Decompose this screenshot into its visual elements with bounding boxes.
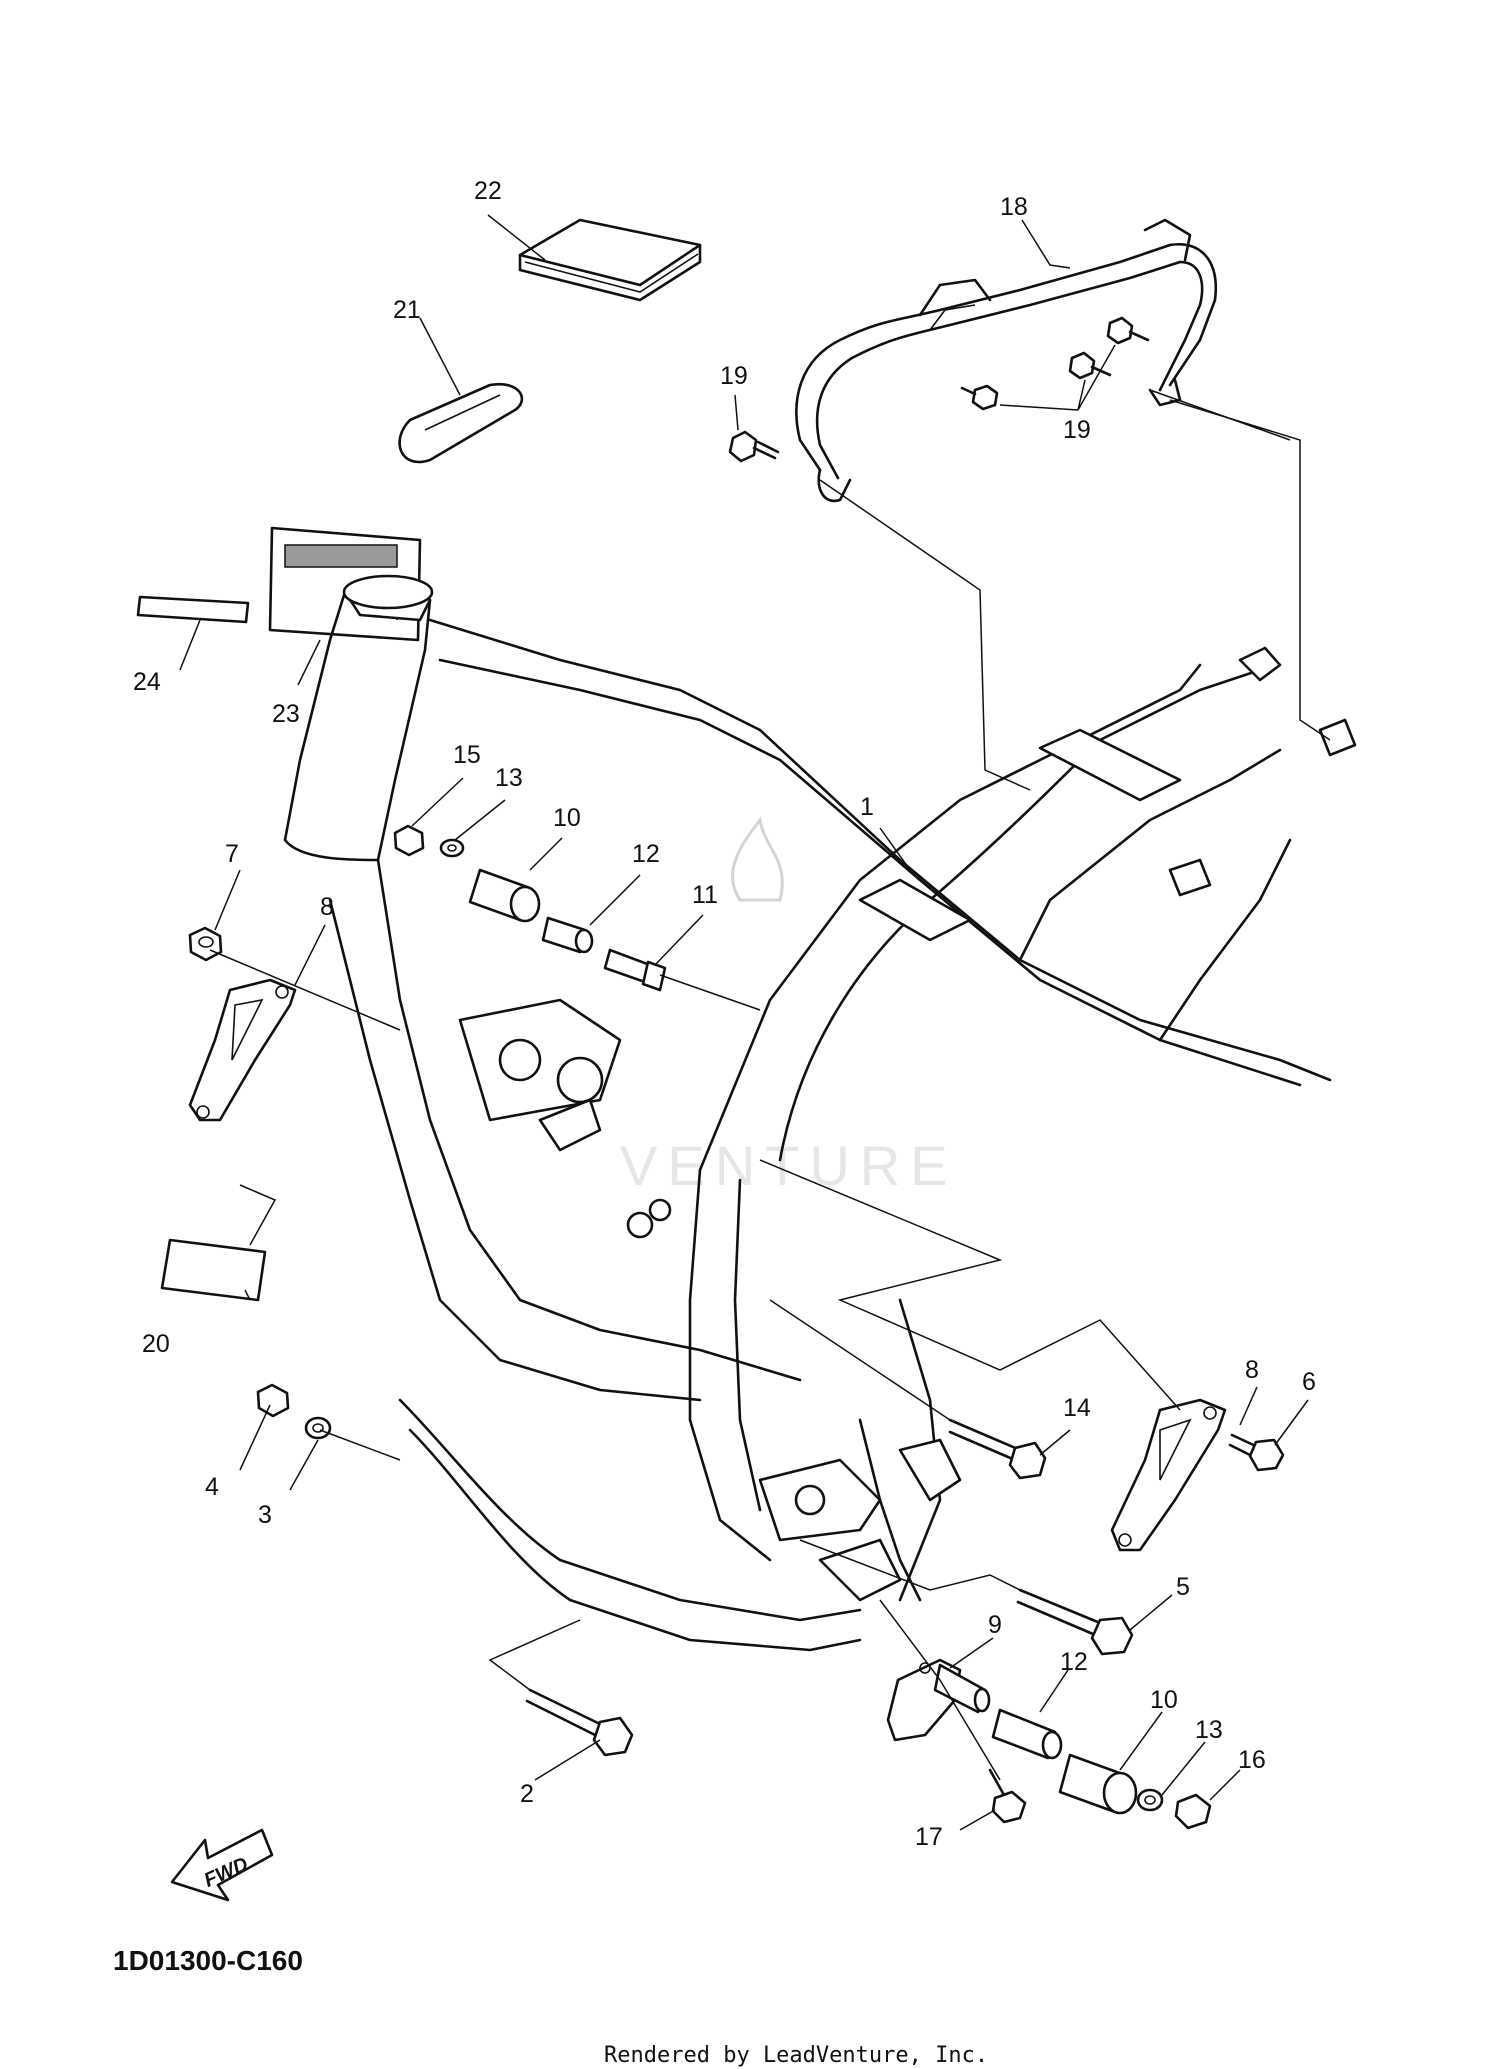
callout-14: 14 <box>1063 1394 1091 1422</box>
callout-2: 2 <box>520 1780 534 1808</box>
part-7-nut[interactable] <box>188 926 223 962</box>
callout-5: 5 <box>1176 1573 1190 1601</box>
part-13-washer-lower[interactable] <box>1136 1788 1164 1812</box>
callout-8-upper: 8 <box>320 893 334 921</box>
callout-12-lower: 12 <box>1060 1648 1088 1676</box>
part-10-collar-lower[interactable] <box>1058 1753 1138 1815</box>
part-14-bolt[interactable] <box>948 1418 1047 1480</box>
callout-4: 4 <box>205 1473 219 1501</box>
part-3-washer[interactable] <box>304 1416 332 1440</box>
callout-labels: 22 21 23 24 18 19 19 15 13 10 12 11 1 7 … <box>133 177 1316 1851</box>
part-6-bolt[interactable] <box>1228 1433 1285 1472</box>
watermark-logo: VENTURE <box>620 816 958 1197</box>
callout-1: 1 <box>860 793 874 821</box>
part-11-bolt[interactable] <box>603 948 667 992</box>
part-19-bolt-d[interactable] <box>960 384 999 411</box>
forward-direction-arrow: FWD <box>170 1828 274 1902</box>
callout-24: 24 <box>133 668 161 696</box>
part-19-bolt-b[interactable] <box>1106 316 1150 345</box>
callout-18: 18 <box>1000 193 1028 221</box>
part-2-bolt[interactable] <box>525 1688 634 1757</box>
callout-3: 3 <box>258 1501 272 1529</box>
part-8-engine-bracket-upper[interactable] <box>188 978 297 1122</box>
part-12-spacer-lower[interactable] <box>991 1708 1063 1760</box>
assembly-guide-lines <box>209 389 1331 1781</box>
callout-10-upper: 10 <box>553 804 581 832</box>
callout-19-right: 19 <box>1063 416 1091 444</box>
part-20-label[interactable] <box>160 1238 267 1302</box>
callout-9: 9 <box>988 1611 1002 1639</box>
callout-11: 11 <box>692 881 718 909</box>
part-17-bolt[interactable] <box>988 1768 1027 1824</box>
part-9-lower-bracket[interactable] <box>886 1658 991 1742</box>
callout-16: 16 <box>1238 1746 1266 1774</box>
callout-17: 17 <box>915 1823 943 1851</box>
svg-text:VENTURE: VENTURE <box>620 1134 958 1197</box>
part-16-bolt[interactable] <box>1174 1793 1212 1830</box>
callout-23: 23 <box>272 700 300 728</box>
part-8-engine-bracket-lower[interactable] <box>1110 1398 1227 1552</box>
callout-8-lower: 8 <box>1245 1356 1259 1384</box>
part-1-main-frame[interactable] <box>283 574 1357 1652</box>
callout-15: 15 <box>453 741 481 769</box>
part-19-bolt-a[interactable] <box>728 430 780 463</box>
callout-6: 6 <box>1302 1368 1316 1396</box>
part-15-nut[interactable] <box>393 824 425 857</box>
part-5-bolt[interactable] <box>1016 1588 1134 1656</box>
part-10-collar-upper[interactable] <box>468 868 541 923</box>
callout-22: 22 <box>474 177 502 205</box>
callout-19-left: 19 <box>720 362 748 390</box>
part-4-nut[interactable] <box>256 1383 290 1418</box>
callout-7: 7 <box>225 840 239 868</box>
callout-13-lower: 13 <box>1195 1716 1223 1744</box>
render-credit: Rendered by LeadVenture, Inc. <box>604 2043 988 2068</box>
part-18-rear-frame[interactable] <box>795 218 1218 503</box>
part-24-strip-label[interactable] <box>136 595 250 624</box>
part-21-tool-bag[interactable] <box>398 382 524 464</box>
callout-20: 20 <box>142 1330 170 1358</box>
callout-leaders <box>179 214 1309 1831</box>
callout-21: 21 <box>393 296 421 324</box>
part-13-washer-upper[interactable] <box>439 838 465 858</box>
callout-10-lower: 10 <box>1150 1686 1178 1714</box>
callout-12-upper: 12 <box>632 840 660 868</box>
callout-13-upper: 13 <box>495 764 523 792</box>
part-12-spacer-upper[interactable] <box>541 916 594 954</box>
part-22-owners-manual[interactable] <box>518 218 702 302</box>
diagram-code: 1D01300-C160 <box>113 1945 303 1976</box>
